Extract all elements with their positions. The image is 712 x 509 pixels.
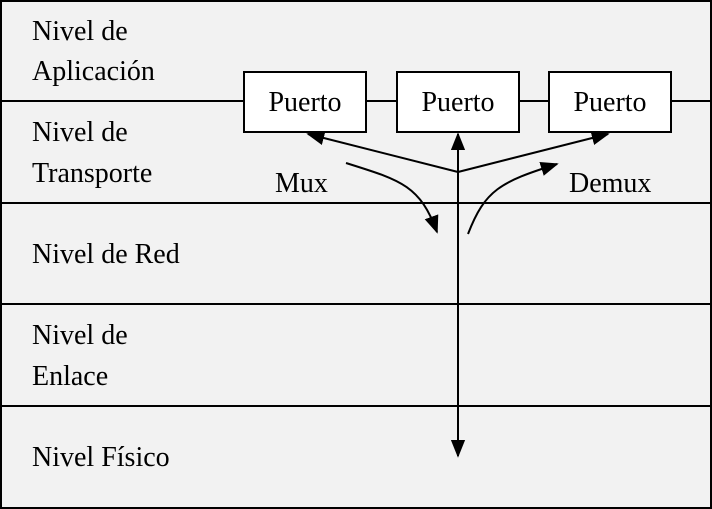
mux-label: Mux [275, 168, 328, 199]
port-label: Puerto [421, 87, 494, 118]
layer-transport-line1: Nivel de [32, 117, 128, 148]
layer-physical: Nivel Físico [32, 442, 170, 473]
port-box [243, 71, 367, 133]
port-box [396, 71, 520, 133]
port-label: Puerto [268, 87, 341, 118]
port-box [548, 71, 672, 133]
layer-link-line1: Nivel de [32, 320, 128, 351]
layer-link-line2: Enlace [32, 361, 108, 392]
port-arrow-left [306, 130, 459, 173]
port-label: Puerto [573, 87, 646, 118]
demux-arrow [467, 162, 559, 235]
mux-arrow [345, 162, 439, 234]
layer-network: Nivel de Red [32, 239, 180, 270]
port-arrow-right [457, 130, 610, 173]
layer-application-line2: Aplicación [32, 56, 155, 87]
demux-label: Demux [569, 168, 651, 199]
layer-transport-line2: Transporte [32, 158, 152, 189]
layer-application-line1: Nivel de [32, 16, 128, 47]
